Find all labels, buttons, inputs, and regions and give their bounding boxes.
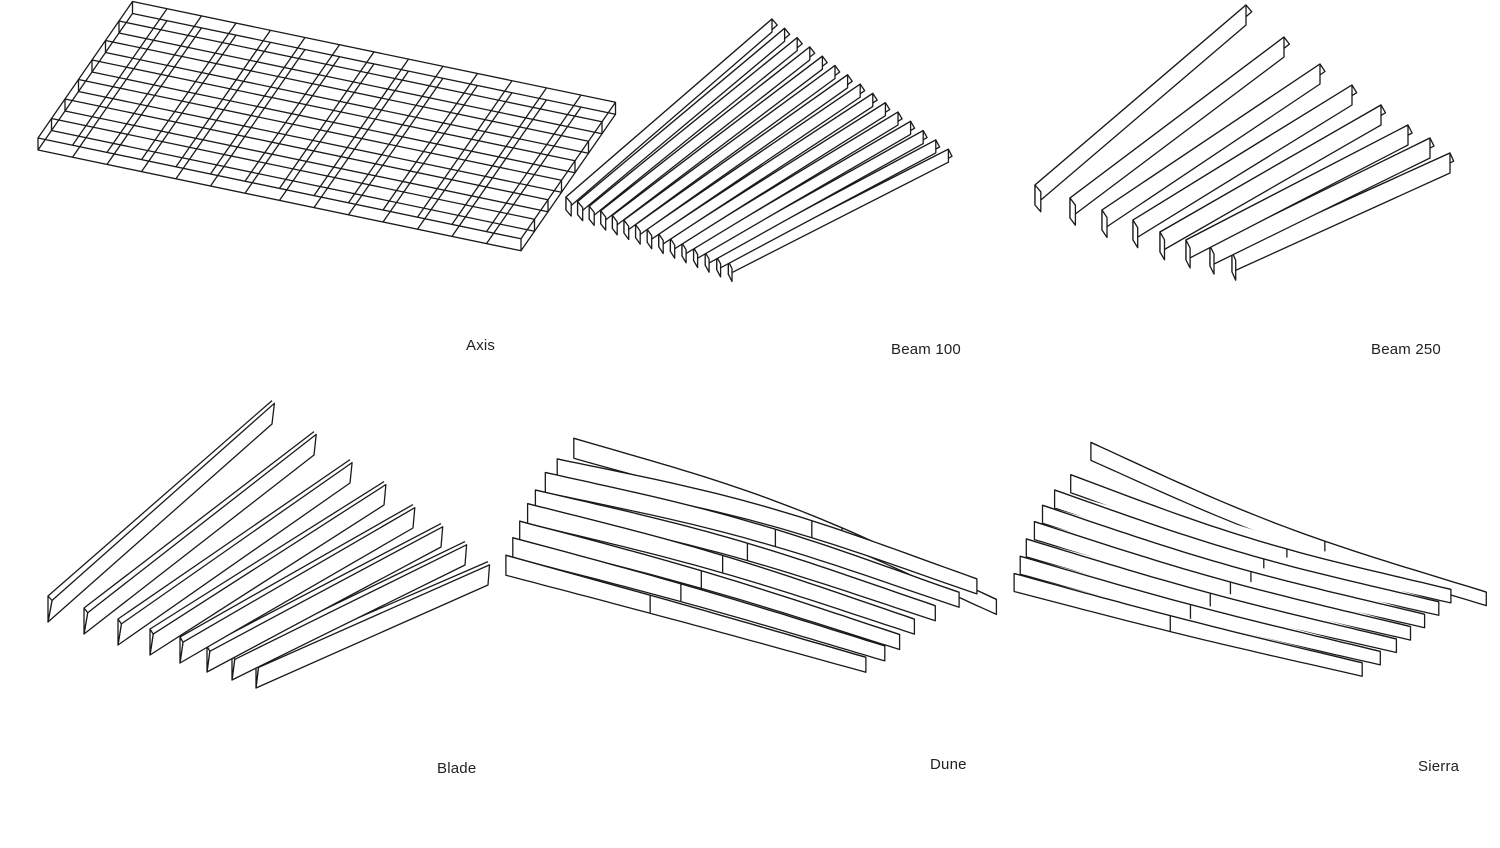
beam100-bar-4-end (611, 214, 618, 236)
blade-illustration (47, 400, 491, 689)
dune-slab-2-crest (545, 471, 960, 593)
blade-3-edge (149, 481, 385, 630)
dune-slab-7-crest (505, 554, 867, 658)
axis-cross-top-10 (382, 73, 479, 211)
blade-5-edge (206, 523, 442, 647)
beam250-bar-5-end (1185, 239, 1191, 269)
beam100-bar-11-end (692, 246, 699, 269)
dune-slab-3-crest (535, 489, 936, 607)
axis-cross-6 (244, 56, 341, 194)
axis-cross-5 (209, 49, 306, 187)
axis-cross-10 (382, 85, 479, 223)
sierra-illustration (1013, 441, 1487, 677)
blade-0-edge (47, 400, 273, 597)
blade-1-end (83, 607, 89, 635)
blade-2-end (117, 618, 123, 646)
sierra-slab-0-crest (1090, 441, 1487, 593)
axis-cross-top-12 (451, 87, 548, 225)
axis-cross-13 (485, 106, 582, 244)
beam100-bar-12-end (704, 251, 710, 273)
dune-caption: Dune (930, 756, 967, 773)
axis-cross-top-8 (313, 58, 410, 196)
beam-250-illustration (1034, 4, 1455, 281)
blade-5-end (206, 645, 211, 673)
beam100-bar-1-end (576, 200, 584, 222)
beam100-bar-6-end (634, 223, 641, 245)
axis-caption: Axis (466, 337, 496, 354)
sierra-slab-6-crest (1020, 555, 1381, 653)
axis-cross-top-14 (520, 101, 617, 240)
axis-cross-11 (416, 92, 513, 230)
axis-cross-7 (278, 63, 375, 201)
beam100-bar-5-end (623, 219, 630, 241)
blade-2-edge (117, 459, 351, 620)
blade-3-end (149, 628, 154, 656)
axis-illustration (37, 0, 617, 252)
beam100-bar-7-end (646, 228, 653, 250)
axis-cross-top-11 (416, 80, 513, 218)
axis-cross-top-0 (37, 1, 134, 139)
beam100-bar-10-end (681, 242, 687, 264)
axis-cross-0 (37, 13, 134, 151)
beam250-bar-7-end (1231, 251, 1237, 281)
beam250-bar-2-end (1101, 209, 1108, 239)
beam100-bar-13-end (716, 256, 722, 278)
dune-illustration (505, 437, 998, 673)
axis-cross-2 (106, 27, 203, 165)
axis-cross-top-4 (175, 29, 272, 168)
beam250-bar-1-end (1069, 197, 1077, 226)
beam100-bar-0-end (565, 196, 572, 217)
beam-250-caption: Beam 250 (1371, 341, 1441, 358)
sierra-slab-1-crest (1070, 474, 1452, 591)
beam-100-illustration (565, 18, 953, 283)
blade-0-end (47, 595, 53, 623)
axis-cross-top-7 (278, 51, 375, 189)
axis-cross-4 (175, 41, 272, 180)
blade-1-edge (83, 431, 315, 609)
axis-cross-14 (520, 113, 617, 252)
blade-4-end (179, 636, 184, 664)
axis-cross-top-13 (485, 94, 582, 232)
sierra-slab-5-crest (1026, 538, 1397, 640)
sierra-slab-4-crest (1034, 520, 1411, 628)
beam100-bar-3-end (600, 210, 607, 231)
beam100-bar-2-end (588, 205, 595, 227)
axis-cross-top-3 (140, 22, 237, 160)
blade-caption: Blade (437, 760, 477, 777)
axis-cross-top-1 (71, 8, 168, 146)
axis-cross-top-5 (209, 37, 306, 175)
sierra-slab-2-crest (1054, 489, 1439, 603)
beam250-bar-4-end (1159, 231, 1166, 261)
axis-cross-8 (313, 70, 410, 208)
beam-100-caption: Beam 100 (891, 341, 961, 358)
axis-cross-top-2 (106, 15, 203, 153)
beam100-bar-9-end (669, 237, 676, 259)
axis-cross-top-9 (347, 65, 444, 204)
beam250-bar-3-end (1132, 219, 1139, 249)
axis-cross-top-6 (244, 44, 341, 182)
beam250-bar-0-end (1034, 184, 1042, 213)
sierra-caption: Sierra (1418, 758, 1460, 775)
sierra-slab-7-crest (1013, 572, 1363, 664)
axis-cross-12 (451, 99, 548, 237)
dune-slab-1-crest (557, 458, 978, 580)
beam100-bar-8-end (658, 233, 664, 255)
dune-slab-6-crest (512, 537, 885, 647)
axis-cross-3 (140, 34, 237, 172)
beam250-bar-6-end (1209, 245, 1215, 275)
sierra-slab-3-crest (1042, 504, 1425, 615)
beam100-bar-14-end (727, 260, 733, 283)
dune-slab-5-crest (519, 520, 900, 636)
blade-4-edge (179, 504, 414, 638)
axis-cross-9 (347, 77, 444, 216)
axis-cross-1 (71, 20, 168, 158)
